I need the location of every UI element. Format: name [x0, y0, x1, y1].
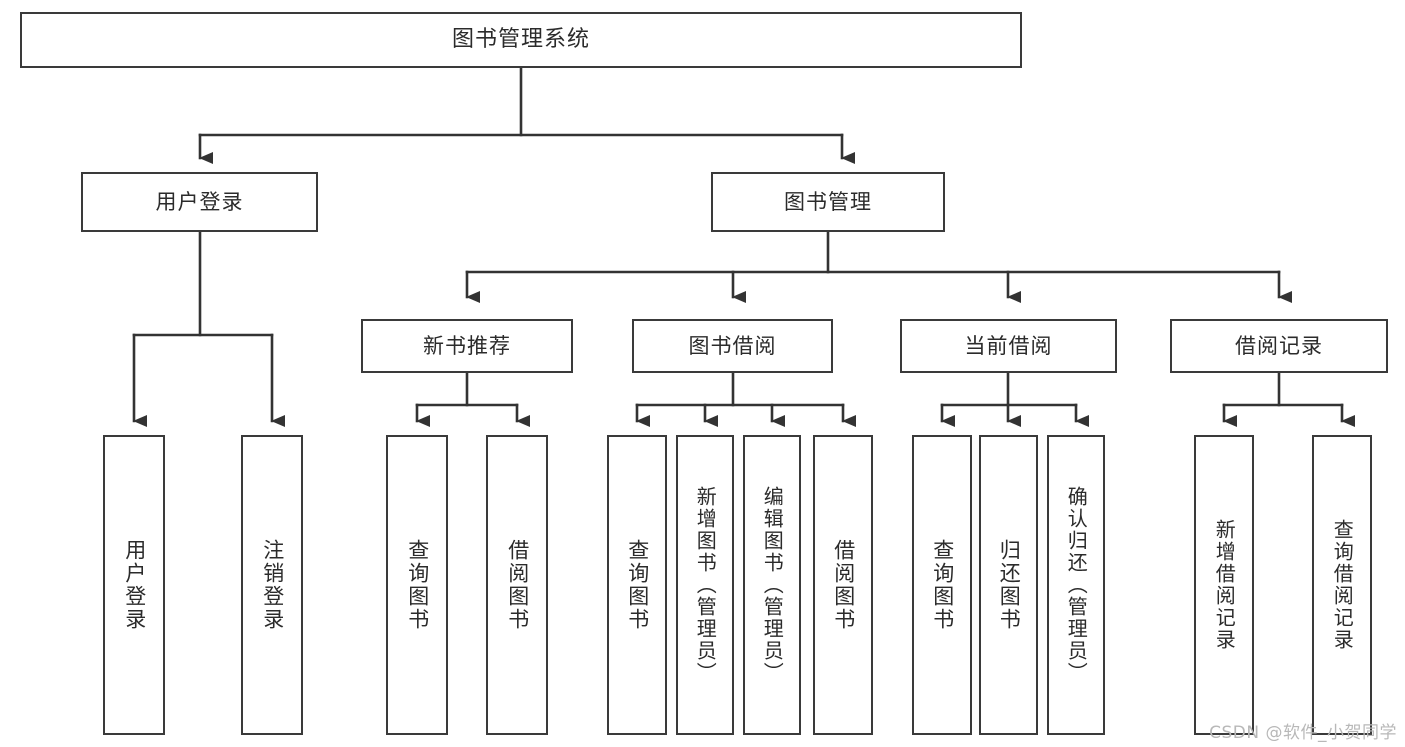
leaf-query-borrow-record[interactable]: 查询借阅记录: [1312, 435, 1372, 735]
node-root-system[interactable]: 图书管理系统: [20, 12, 1022, 68]
node-book-management[interactable]: 图书管理: [711, 172, 945, 232]
leaf-edit-book-admin[interactable]: 编辑图书（管理员）: [743, 435, 801, 735]
leaf-borrow-book-recommend[interactable]: 借阅图书: [486, 435, 548, 735]
node-label: 图书借阅: [688, 333, 777, 358]
leaf-add-book-admin[interactable]: 新增图书（管理员）: [676, 435, 734, 735]
leaf-label: 确认归还（管理员）: [1064, 486, 1089, 684]
node-label: 当前借阅: [964, 333, 1053, 358]
node-label: 图书管理系统: [451, 27, 590, 53]
node-label: 新书推荐: [423, 333, 511, 358]
node-label: 借阅记录: [1235, 333, 1323, 358]
node-borrow-record[interactable]: 借阅记录: [1170, 319, 1388, 373]
leaf-label: 归还图书: [997, 539, 1022, 631]
node-current-borrow[interactable]: 当前借阅: [900, 319, 1117, 373]
leaf-confirm-return-admin[interactable]: 确认归还（管理员）: [1047, 435, 1105, 735]
leaf-logout-login[interactable]: 注销登录: [241, 435, 303, 735]
leaf-query-book-current[interactable]: 查询图书: [912, 435, 972, 735]
node-new-book-recommend[interactable]: 新书推荐: [361, 319, 573, 373]
leaf-label: 查询图书: [930, 539, 955, 631]
leaf-label: 查询借阅记录: [1330, 519, 1355, 651]
leaf-label: 查询图书: [625, 539, 650, 631]
leaf-borrow-book[interactable]: 借阅图书: [813, 435, 873, 735]
leaf-label: 借阅图书: [831, 539, 856, 631]
node-book-borrow[interactable]: 图书借阅: [632, 319, 833, 373]
leaf-label: 新增借阅记录: [1212, 519, 1237, 651]
node-user-login[interactable]: 用户登录: [81, 172, 318, 232]
leaf-return-book[interactable]: 归还图书: [979, 435, 1038, 735]
leaf-query-book-borrow[interactable]: 查询图书: [607, 435, 667, 735]
leaf-query-book-recommend[interactable]: 查询图书: [386, 435, 448, 735]
leaf-label: 编辑图书（管理员）: [760, 486, 785, 684]
leaf-label: 用户登录: [122, 539, 147, 631]
leaf-user-login[interactable]: 用户登录: [103, 435, 165, 735]
node-label: 图书管理: [784, 189, 872, 214]
leaf-label: 新增图书（管理员）: [693, 486, 718, 684]
leaf-label: 注销登录: [260, 539, 285, 631]
leaf-label: 查询图书: [405, 539, 430, 631]
leaf-add-borrow-record[interactable]: 新增借阅记录: [1194, 435, 1254, 735]
node-label: 用户登录: [155, 189, 244, 214]
leaf-label: 借阅图书: [505, 539, 530, 631]
